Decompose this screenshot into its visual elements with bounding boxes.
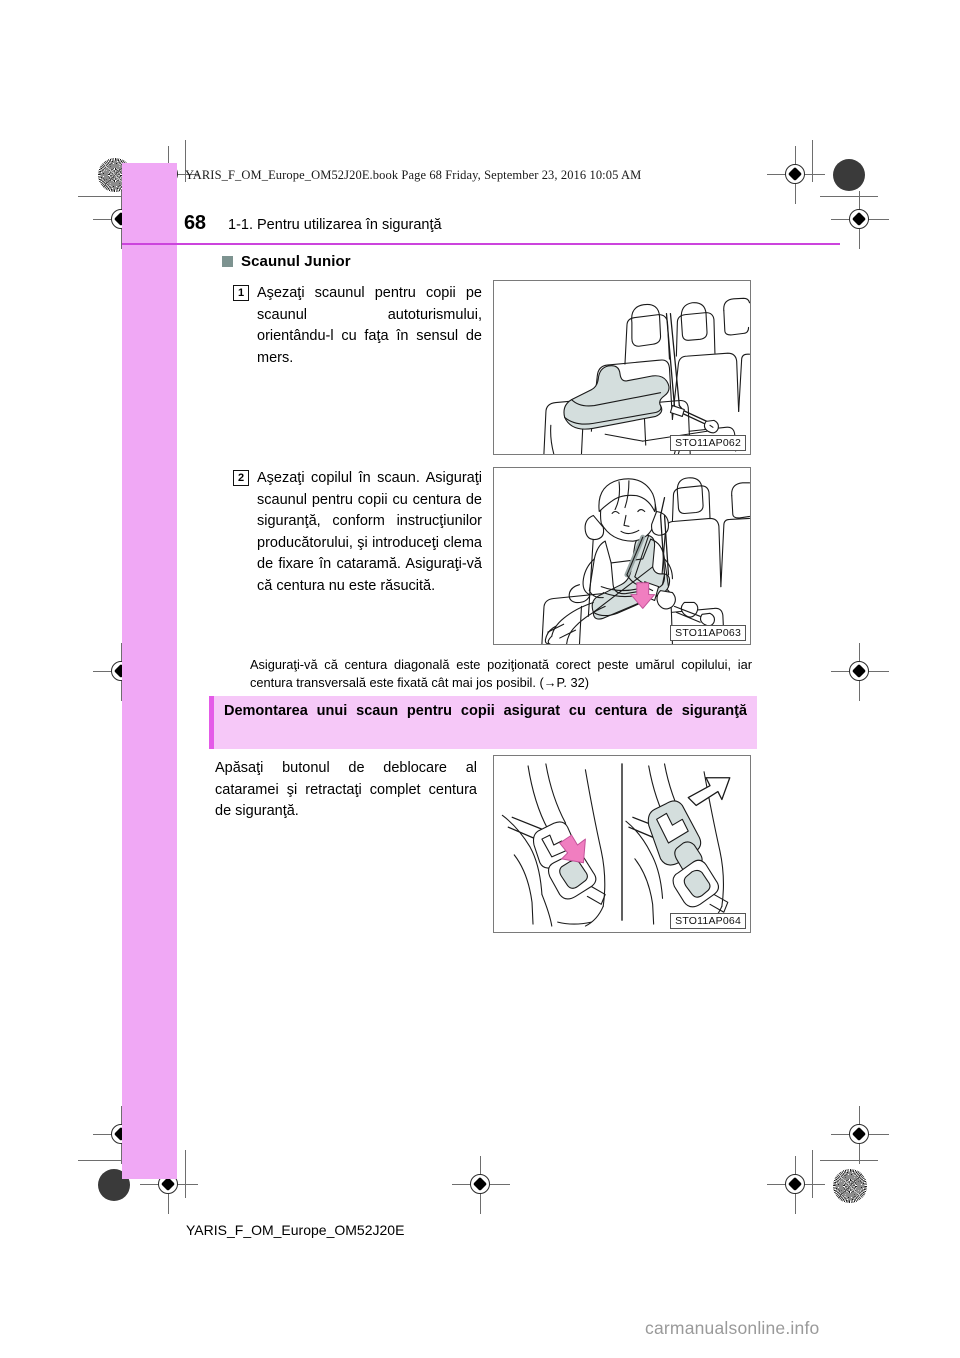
figure-child-seated-with-belt: STO11AP063 bbox=[493, 467, 751, 645]
starburst-mark-bottom-right bbox=[833, 1169, 867, 1203]
subsection-band: Demontarea unui scaun pentru copii asigu… bbox=[209, 696, 757, 749]
registration-mark-top-right bbox=[767, 146, 825, 204]
site-watermark: carmanualsonline.info bbox=[645, 1318, 820, 1338]
solid-dot-mark-top-right bbox=[833, 159, 865, 191]
step-text: Aşezaţi copilul în scaun. Asiguraţi scau… bbox=[257, 470, 482, 594]
crop-tick-top-right-vertical bbox=[812, 140, 813, 182]
page-number: 68 bbox=[184, 212, 206, 234]
section-heading-label: Scaunul Junior bbox=[241, 253, 351, 270]
crop-tick-lower-right-horizontal bbox=[820, 1160, 878, 1161]
square-bullet-icon bbox=[222, 256, 233, 267]
registration-mark-middle-right bbox=[831, 643, 889, 701]
crop-tick-upper-right-horizontal bbox=[820, 196, 878, 197]
registration-mark-bottom-center bbox=[452, 1156, 510, 1214]
chapter-title: 1-1. Pentru utilizarea în siguranţă bbox=[228, 217, 442, 233]
figure-booster-seat-on-rear-seat: STO11AP062 bbox=[493, 280, 751, 455]
step-item-2: 2 Aşezaţi copilul în scaun. Asiguraţi sc… bbox=[233, 468, 483, 597]
figure-code: STO11AP063 bbox=[670, 625, 746, 641]
page-edge-tab-band bbox=[122, 163, 177, 1179]
figure-code: STO11AP062 bbox=[670, 435, 746, 451]
crop-tick-bottom-right-vertical bbox=[812, 1150, 813, 1198]
section-heading: Scaunul Junior bbox=[222, 253, 351, 270]
step-item-1: 1 Aşezaţi scaunul pentru copii pe scaunu… bbox=[233, 283, 483, 369]
figure-buckle-release-and-retract: STO11AP064 bbox=[493, 755, 751, 933]
figure-code: STO11AP064 bbox=[670, 913, 746, 929]
registration-mark-bottom-right bbox=[767, 1156, 825, 1214]
registration-mark-upper-right bbox=[831, 191, 889, 249]
crop-tick-bottom-left-vertical bbox=[185, 1150, 186, 1198]
registration-mark-lower-right bbox=[831, 1106, 889, 1164]
removal-paragraph: Apăsaţi butonul de deblocare al catarame… bbox=[215, 760, 477, 819]
subsection-band-label: Demontarea unui scaun pentru copii asigu… bbox=[224, 703, 747, 719]
footer-document-code: YARIS_F_OM_Europe_OM52J20E bbox=[186, 1222, 405, 1238]
step-number-badge: 2 bbox=[233, 470, 249, 486]
header-rule bbox=[122, 243, 840, 245]
step-number-badge: 1 bbox=[233, 285, 249, 301]
book-file-header: YARIS_F_OM_Europe_OM52J20E.book Page 68 … bbox=[185, 168, 642, 182]
note-paragraph: Asiguraţi-vă că centura diagonală este p… bbox=[250, 657, 752, 690]
step-text: Aşezaţi scaunul pentru copii pe scaunul … bbox=[257, 285, 482, 366]
